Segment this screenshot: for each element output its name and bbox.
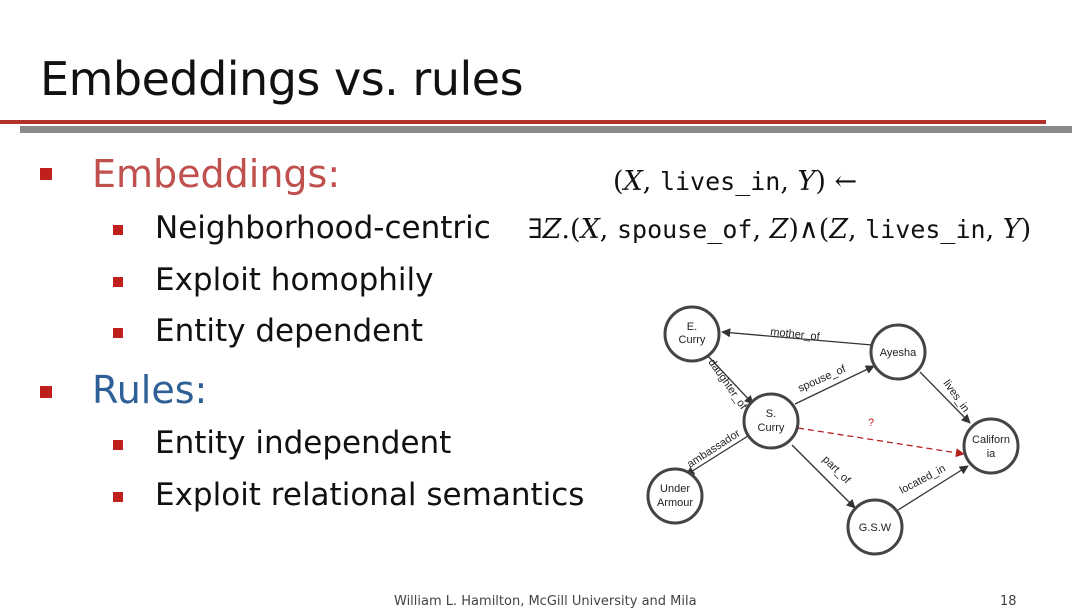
bullet-marker — [40, 168, 52, 180]
edge-label-ambassador: ambassador — [685, 427, 743, 470]
edge-label-spouse-of: spouse_of — [796, 363, 848, 395]
svg-text:E.: E. — [687, 321, 697, 333]
svg-text:G.S.W: G.S.W — [859, 522, 892, 534]
bullet-rules: Rules: — [92, 368, 208, 412]
bullet-item: Exploit relational semantics — [155, 477, 585, 513]
svg-text:Armour: Armour — [657, 497, 693, 509]
edge-daughter-of — [707, 355, 754, 405]
formula-line-1: (X, lives_in, Y) ← — [613, 166, 858, 197]
edge-lives-in — [919, 371, 971, 424]
node-ayesha: Ayesha — [869, 323, 927, 381]
svg-text:Californ: Californ — [972, 434, 1010, 446]
bullet-item: Neighborhood-centric — [155, 210, 491, 246]
page-number: 18 — [1000, 594, 1017, 609]
svg-text:S.: S. — [766, 408, 776, 420]
slide-title: Embeddings vs. rules — [40, 52, 524, 106]
svg-text:Ayesha: Ayesha — [880, 347, 917, 359]
node-s-curry: S. Curry — [742, 392, 800, 450]
edge-part-of — [791, 444, 856, 509]
edge-located-in — [897, 465, 969, 511]
node-e-curry: E. Curry — [663, 305, 721, 363]
bullet-marker — [113, 328, 123, 338]
node-under-armour: Under Armour — [646, 467, 704, 525]
edge-query — [797, 427, 965, 458]
bullet-marker — [40, 386, 52, 398]
node-california: Californ ia — [962, 417, 1020, 475]
bullet-item: Exploit homophily — [155, 262, 434, 298]
bullet-marker — [113, 440, 123, 450]
svg-text:Under: Under — [660, 483, 690, 495]
edge-label-located-in: located_in — [898, 463, 948, 497]
bullet-item: Entity independent — [155, 425, 452, 461]
edge-ambassador — [685, 435, 749, 476]
title-underline-red — [0, 120, 1046, 124]
formula-line-2: ∃Z.(X, spouse_of, Z)∧(Z, lives_in, Y) — [528, 214, 1032, 245]
title-underline-gray — [20, 126, 1072, 133]
edge-label-part-of: part_of — [820, 454, 853, 487]
bullet-embeddings: Embeddings: — [92, 152, 341, 196]
svg-text:ia: ia — [987, 448, 996, 460]
bullet-item: Entity dependent — [155, 313, 424, 349]
svg-text:Curry: Curry — [758, 422, 785, 434]
edge-label-daughter-of: daughter_of — [706, 357, 750, 413]
bullet-marker — [113, 225, 123, 235]
slide-footer: William L. Hamilton, McGill University a… — [394, 594, 697, 609]
edge-mother-of — [721, 328, 873, 346]
edge-spouse-of — [794, 365, 875, 405]
edge-label-mother-of: mother_of — [770, 326, 821, 343]
edge-label-query: ? — [868, 417, 874, 429]
bullet-marker — [113, 492, 123, 502]
svg-text:Curry: Curry — [679, 334, 706, 346]
bullet-marker — [113, 277, 123, 287]
node-gsw: G.S.W — [846, 498, 904, 556]
